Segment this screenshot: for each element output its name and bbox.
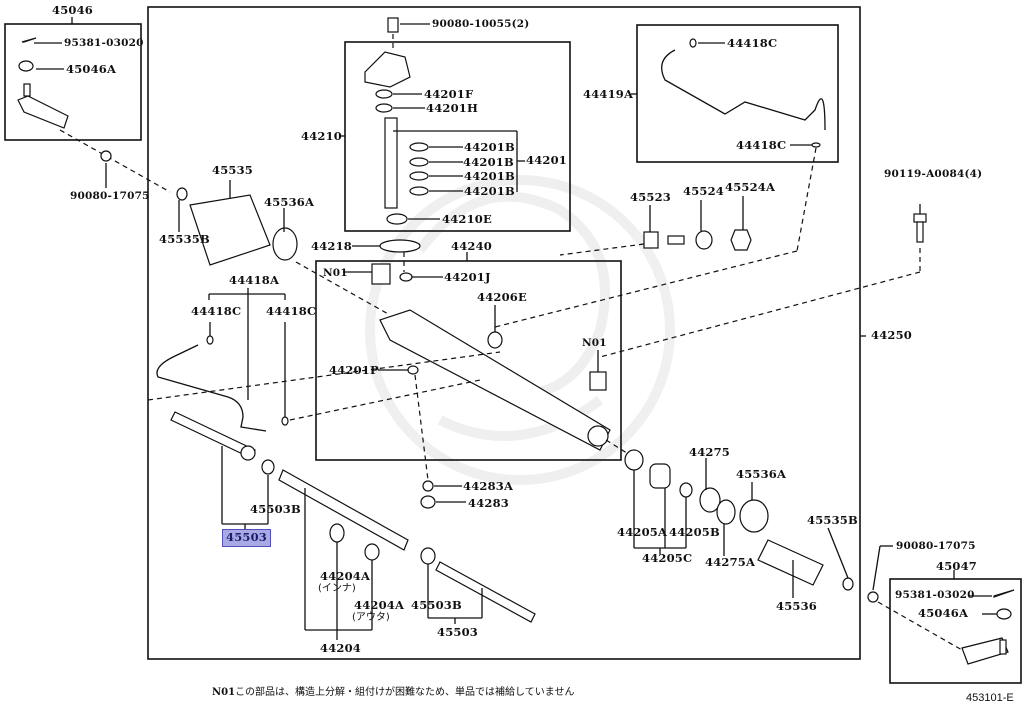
part-label-44205c[interactable]: 44205C bbox=[642, 551, 693, 565]
part-label-44206e[interactable]: 44206E bbox=[477, 290, 527, 304]
part-label-45536[interactable]: 45536 bbox=[776, 599, 818, 613]
part-label-45046a-right[interactable]: 45046A bbox=[918, 606, 969, 620]
part-label-45536a-left[interactable]: 45536A bbox=[264, 195, 315, 209]
part-label-44283a[interactable]: 44283A bbox=[463, 479, 514, 493]
part-label-44201p[interactable]: 44201P bbox=[329, 363, 379, 377]
rack-and-tie-rods bbox=[170, 411, 536, 640]
housing-parts bbox=[147, 239, 611, 481]
part-label-44210e[interactable]: 44210E bbox=[442, 212, 492, 226]
diagram-reference-code: 453101-E bbox=[966, 692, 1014, 704]
part-label-44418c-tube-bottom[interactable]: 44418C bbox=[736, 138, 787, 152]
part-label-90080-17075-left[interactable]: 90080-17075 bbox=[70, 190, 150, 202]
part-label-44201f[interactable]: 44201F bbox=[424, 87, 474, 101]
part-label-45503b-left[interactable]: 45503B bbox=[250, 502, 301, 516]
part-label-44418c-left-1[interactable]: 44418C bbox=[191, 304, 242, 318]
part-label-44201b-3[interactable]: 44201B bbox=[464, 169, 515, 183]
pressure-tube-left-part bbox=[156, 288, 481, 432]
part-label-44201h[interactable]: 44201H bbox=[426, 101, 479, 115]
footnote-text: この部品は、構造上分解・組付けが困難なため、単品では補給していません bbox=[235, 687, 575, 698]
bolt-90119-part bbox=[599, 204, 927, 358]
housing-box bbox=[315, 260, 622, 461]
part-label-44240[interactable]: 44240 bbox=[451, 239, 493, 253]
part-label-44201b-1[interactable]: 44201B bbox=[464, 140, 515, 154]
part-label-45524[interactable]: 45524 bbox=[683, 184, 725, 198]
tie-rod-end-box-left bbox=[4, 23, 142, 141]
part-note-outer: (アウタ) bbox=[352, 612, 390, 623]
part-label-45503-right[interactable]: 45503 bbox=[437, 625, 479, 639]
return-tube-part bbox=[494, 38, 826, 328]
part-label-44201b-4[interactable]: 44201B bbox=[464, 184, 515, 198]
part-label-90119-a0084[interactable]: 90119-A0084(4) bbox=[884, 168, 983, 180]
part-label-44419a[interactable]: 44419A bbox=[583, 87, 634, 101]
boot-left-part bbox=[176, 180, 391, 316]
part-label-45535b-right[interactable]: 45535B bbox=[807, 513, 858, 527]
part-label-45503b-right[interactable]: 45503B bbox=[411, 598, 462, 612]
part-label-44205a[interactable]: 44205A bbox=[617, 525, 668, 539]
part-note-inner: (インナ) bbox=[318, 583, 356, 594]
part-label-44204a-outer[interactable]: 44204A bbox=[354, 598, 405, 612]
part-label-45046a-left[interactable]: 45046A bbox=[66, 62, 117, 76]
part-label-44201j[interactable]: 44201J bbox=[444, 270, 491, 284]
part-label-44201b-2[interactable]: 44201B bbox=[463, 155, 514, 169]
part-label-44283[interactable]: 44283 bbox=[468, 496, 510, 510]
part-label-44205b[interactable]: 44205B bbox=[669, 525, 720, 539]
part-label-95381-03020-left[interactable]: 95381-03020 bbox=[64, 37, 144, 49]
tie-rod-end-right-part bbox=[867, 545, 1015, 665]
part-label-45524a[interactable]: 45524A bbox=[725, 180, 776, 194]
part-label-n01-left[interactable]: N01 bbox=[323, 267, 348, 279]
part-label-44418c-tube-top[interactable]: 44418C bbox=[727, 36, 778, 50]
part-label-90080-10055[interactable]: 90080-10055(2) bbox=[432, 18, 530, 30]
part-label-45046[interactable]: 45046 bbox=[52, 3, 94, 17]
part-label-44201[interactable]: 44201 bbox=[526, 153, 568, 167]
adjuster-parts bbox=[559, 196, 752, 256]
part-label-44275[interactable]: 44275 bbox=[689, 445, 731, 459]
part-label-44204[interactable]: 44204 bbox=[320, 641, 362, 655]
part-label-95381-03020-right[interactable]: 95381-03020 bbox=[895, 589, 975, 601]
part-label-45503-selected[interactable]: 45503 bbox=[222, 529, 272, 547]
part-label-n01-right[interactable]: N01 bbox=[582, 337, 607, 349]
part-label-44275a[interactable]: 44275A bbox=[705, 555, 756, 569]
footnote: N01この部品は、構造上分解・組付けが困難なため、単品では補給していません bbox=[212, 683, 574, 698]
part-label-44218[interactable]: 44218 bbox=[311, 239, 353, 253]
right-seals-boot bbox=[605, 439, 854, 598]
tie-rod-end-left-part bbox=[17, 37, 112, 162]
part-label-44210[interactable]: 44210 bbox=[301, 129, 343, 143]
part-label-45535b-left[interactable]: 45535B bbox=[159, 232, 210, 246]
pinion-parts bbox=[339, 17, 525, 225]
main-assembly-frame bbox=[147, 6, 861, 660]
part-label-44418a[interactable]: 44418A bbox=[229, 273, 280, 287]
part-label-44204a-inner[interactable]: 44204A bbox=[320, 569, 371, 583]
part-label-44250[interactable]: 44250 bbox=[871, 328, 913, 342]
part-label-45536a-right[interactable]: 45536A bbox=[736, 467, 787, 481]
part-label-45535[interactable]: 45535 bbox=[212, 163, 254, 177]
part-label-45523[interactable]: 45523 bbox=[630, 190, 672, 204]
tie-rod-end-box-right bbox=[889, 578, 1022, 684]
part-label-90080-17075-right[interactable]: 90080-17075 bbox=[896, 540, 976, 552]
part-label-44418c-left-2[interactable]: 44418C bbox=[266, 304, 317, 318]
part-label-45047[interactable]: 45047 bbox=[936, 559, 978, 573]
footnote-marker: N01 bbox=[212, 687, 236, 698]
